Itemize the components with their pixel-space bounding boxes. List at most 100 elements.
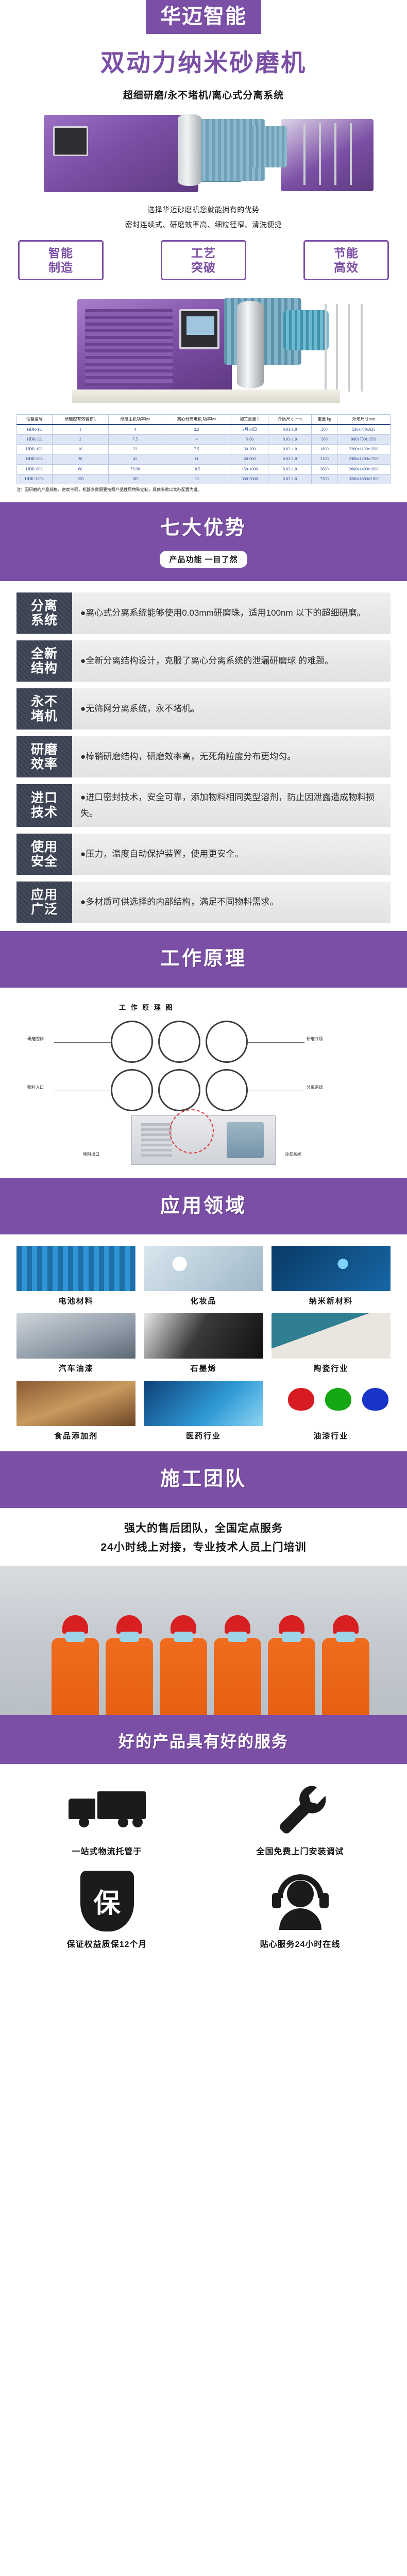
diagram-circle [158,1020,200,1063]
cell-media: 0.03-1.0 [267,464,312,474]
worker-figure [160,1615,207,1715]
application-caption: 医药行业 [185,1432,221,1441]
diagram-highlight-ring [169,1109,214,1154]
cell-media: 0.03-1.0 [267,434,312,445]
service-caption: 贴心服务24小时在线 [260,1940,341,1949]
headset-earcup-right [319,1892,329,1908]
cell-volume: 10 [52,444,109,455]
page-subtitle: 超细研磨/永不堵机/离心式分离系统 [123,90,284,101]
diagram-circle [206,1020,248,1063]
secondary-motor-illustration [283,310,329,350]
advantage-item-separation: 分离 系统 ●离心式分离系统能够使用0.03mm研磨珠，适用100nm 以下的超… [16,592,391,634]
table-header-chamber-volume: 研磨腔有效容积L [52,414,109,425]
cell-weight: 7500 [311,473,337,485]
advantage-text: ●无筛网分离系统，永不堵机。 [72,688,391,730]
advantage-tag-line1: 永不 [30,694,58,709]
advantage-item-safety: 使用 安全 ●压力，温度自动保护装置，使用更安全。 [16,833,391,875]
advantage-blurb: 选择华迈砂磨机您就能拥有的优势 密封连续式、研磨效率高、细粒径窄、清洗便捷 [0,205,407,230]
cell-batch: 3月30日 [231,424,268,435]
cell-sep-power: 2.2 [161,424,232,435]
table-header-dimensions: 外形尺寸mm [336,414,391,425]
table-row: HDR-60L 60 75/90 18.5 150-1000 0.03-1.0 … [16,464,391,474]
cosmetic-thumb-icon [144,1246,263,1292]
diagram-label-separator: 分离系统 [307,1084,323,1090]
table-row: HDR-30L 30 45 11 60-500 0.03-1.0 2100 23… [16,454,391,465]
diagram-title: 工 作 原 理 图 [119,1003,174,1011]
table-header-weight: 重量 kg [311,414,337,425]
application-item-nano: 纳米新材料 [271,1246,391,1306]
diagram-label-chamber: 研磨腔体 [27,1036,44,1041]
advantage-tag-line1: 使用 [30,839,58,854]
cell-main-power: 22 [108,444,162,455]
feature-box-efficiency-line1: 节能 [334,246,359,260]
truck-box [97,1791,146,1819]
louver-panel-illustration [85,309,173,386]
paint-thumb-icon [271,1381,391,1427]
cell-model: HDR-30L [16,454,53,465]
cell-model: HDR-150L [16,473,53,485]
table-header-row: 设备型号 研磨腔有效容积L 研磨主机功率kw 离心分离电机 功率kw 加工批量 … [16,414,391,425]
advantages-banner-title: 七大优势 [160,517,247,539]
advantage-tag: 研磨 效率 [16,736,72,777]
table-header-model: 设备型号 [16,414,53,425]
application-item-pharma: 医药行业 [144,1381,263,1441]
worker-figure [52,1615,99,1715]
feature-box-craft-line2: 突破 [191,260,216,274]
application-item-food: 食品添加剂 [16,1381,136,1441]
cell-media: 0.03-1.0 [267,444,312,455]
cell-sep-power: 18.5 [161,464,232,474]
blurb-line-1: 选择华迈砂磨机您就能拥有的优势 [147,205,260,214]
cell-volume: 30 [52,454,109,465]
cell-media: 0.03-1.0 [267,454,312,465]
application-caption: 电池材料 [58,1297,94,1306]
feature-box-craft-line1: 工艺 [191,246,216,260]
advantage-text: ●棒销研磨结构，研磨效率高，无死角粒度分布更均匀。 [72,736,391,777]
cell-weight: 500 [311,434,337,445]
pipes-illustration [294,123,371,185]
pharma-thumb-icon [144,1381,263,1427]
application-item-graphene: 石墨烯 [144,1313,263,1374]
diagram-label-cooling: 冷却系统 [285,1151,301,1157]
application-grid: 电池材料 化妆品 纳米新材料 汽车油漆 石墨烯 陶瓷行业 食品添加剂 医药行业 [16,1246,391,1441]
worker-figure [214,1615,261,1715]
worker-figure [106,1615,153,1715]
cell-batch: 300-3000 [231,473,268,485]
truck-wheel [78,1817,89,1827]
cell-volume: 1 [52,424,109,435]
application-caption: 石墨烯 [190,1364,217,1374]
application-caption: 汽车油漆 [58,1364,94,1374]
cell-model: HDR-1L [16,424,53,435]
truck-wheel [117,1817,128,1827]
shield-icon: 保 [16,1870,197,1932]
advantage-tag-line2: 效率 [30,756,58,771]
diagram-circle [206,1069,248,1111]
specification-table-wrapper: 设备型号 研磨腔有效容积L 研磨主机功率kw 离心分离电机 功率kw 加工批量 … [16,414,391,494]
product-landing-page: 华迈智能 双动力纳米砂磨机 超细研磨/永不堵机/离心式分离系统 选择华迈砂磨机您… [0,0,407,1949]
service-caption: 一站式物流托管于 [72,1847,142,1856]
application-caption: 油漆行业 [313,1432,349,1441]
machine-left-illustration [44,114,243,192]
table-header-separator-power: 离心分离电机 功率kw [161,414,232,425]
secondary-product-image [15,289,392,407]
cell-volume: 60 [52,464,109,474]
page-title: 双动力纳米砂磨机 [100,49,307,76]
feature-box-efficiency: 节能 高效 [303,240,389,280]
advantage-item-efficiency: 研磨 效率 ●棒销研磨结构，研磨效率高，无死角粒度分布更均匀。 [16,736,391,777]
cell-batch: 5-50 [231,434,268,445]
cell-model: HDR-60L [16,464,53,474]
headset-band [277,1874,324,1898]
application-item-ceramic: 陶瓷行业 [271,1313,391,1374]
cell-main-power: 185 [108,473,162,485]
team-photo [0,1565,407,1715]
advantage-tag-line2: 结构 [30,660,58,675]
feature-box-row: 智能 制造 工艺 突破 节能 高效 [18,240,389,280]
table-row: HDR-150L 150 185 30 300-3000 0.03-1.0 75… [16,473,391,485]
worker-figure [322,1615,369,1715]
service-caption: 保证权益质保12个月 [66,1940,147,1949]
advantage-tag: 永不 堵机 [16,688,72,730]
table-header-batch: 加工批量 L [231,414,268,425]
diagram-circle [158,1069,200,1111]
cell-main-power: 7.5 [108,434,162,445]
cell-main-power: 75/90 [108,464,162,474]
cell-media: 0.03-1.0 [267,424,312,435]
